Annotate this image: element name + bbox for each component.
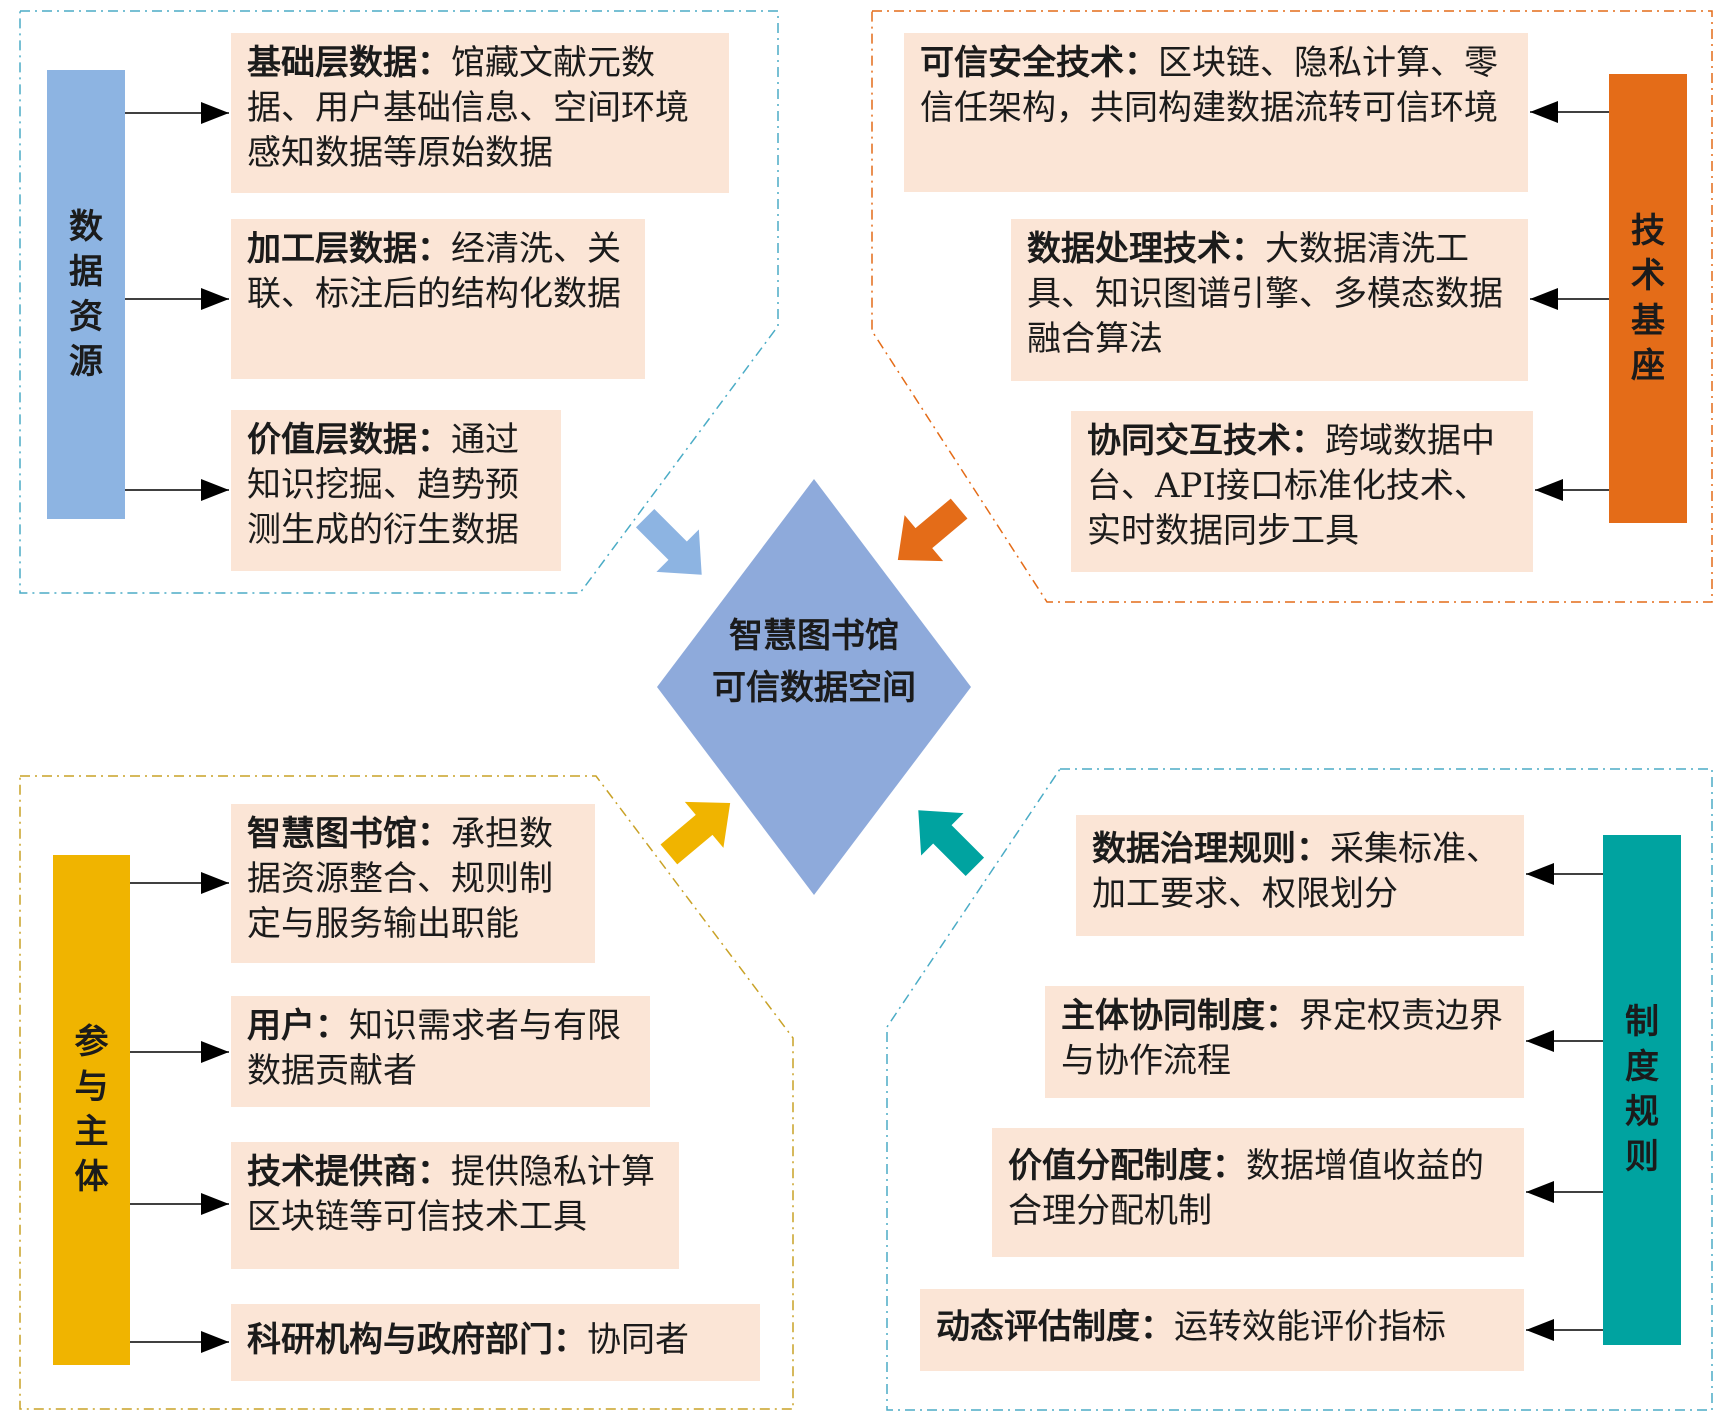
bar-char: 则 <box>1625 1137 1659 1177</box>
item-title: 基础层数据： <box>247 43 451 83</box>
bar-char: 数 <box>69 206 103 247</box>
item-title: 技术提供商： <box>247 1152 451 1192</box>
center-title-line1: 智慧图书馆 <box>729 616 899 656</box>
center-title: 智慧图书馆 可信数据空间 <box>657 610 971 714</box>
data-resources-bar: 数据资源 <box>47 70 125 519</box>
data-item-processed: 加工层数据：经清洗、关联、标注后的结构化数据 <box>231 219 645 379</box>
data-resources-region <box>19 10 779 594</box>
bar-char: 度 <box>1625 1047 1659 1087</box>
bar-char: 座 <box>1631 345 1665 386</box>
item-text: 区块链、隐私计算、零信任架构，共同构建数据流转可信环境 <box>920 43 1498 128</box>
rule-collaboration: 主体协同制度：界定权责边界与协作流程 <box>1045 986 1524 1098</box>
item-title: 价值分配制度： <box>1008 1146 1246 1186</box>
tech-item-processing: 数据处理技术：大数据清洗工具、知识图谱引擎、多模态数据融合算法 <box>1011 219 1528 381</box>
item-text: 协同者 <box>587 1320 689 1360</box>
tech-item-interaction: 协同交互技术：跨域数据中台、API接口标准化技术、实时数据同步工具 <box>1071 411 1533 572</box>
bar-char: 规 <box>1625 1092 1659 1132</box>
rule-governance: 数据治理规则：采集标准、加工要求、权限划分 <box>1076 815 1524 936</box>
item-title: 智慧图书馆： <box>247 814 451 854</box>
item-title: 可信安全技术： <box>920 43 1158 83</box>
connector-arrows <box>125 101 1609 1353</box>
yellow-block-arrow-icon <box>660 801 731 865</box>
bar-char: 资 <box>69 296 103 337</box>
bar-char: 体 <box>74 1157 109 1197</box>
item-text: 界定权责边界与协作流程 <box>1061 996 1503 1081</box>
data-item-value: 价值层数据：通过知识挖掘、趋势预测生成的衍生数据 <box>231 410 561 571</box>
item-title: 动态评估制度： <box>936 1307 1174 1347</box>
item-title: 主体协同制度： <box>1061 996 1299 1036</box>
item-text: 通过知识挖掘、趋势预测生成的衍生数据 <box>247 420 519 550</box>
item-title: 科研机构与政府部门： <box>247 1320 587 1360</box>
bar-char: 基 <box>1631 300 1665 341</box>
participant-users: 用户：知识需求者与有限数据贡献者 <box>231 996 650 1107</box>
bar-char: 源 <box>69 341 103 382</box>
bar-char: 参 <box>74 1022 109 1062</box>
item-text: 大数据清洗工具、知识图谱引擎、多模态数据融合算法 <box>1027 229 1503 359</box>
rules-bar: 制度规则 <box>1603 835 1681 1345</box>
participant-library: 智慧图书馆：承担数据资源整合、规则制定与服务输出职能 <box>231 804 595 963</box>
item-title: 加工层数据： <box>247 229 451 269</box>
rules-region <box>886 768 1713 1411</box>
item-text: 承担数据资源整合、规则制定与服务输出职能 <box>247 814 553 944</box>
tech-item-security: 可信安全技术：区块链、隐私计算、零信任架构，共同构建数据流转可信环境 <box>904 33 1528 192</box>
item-title: 数据处理技术： <box>1027 229 1265 269</box>
item-title: 用户： <box>247 1006 349 1046</box>
item-text: 知识需求者与有限数据贡献者 <box>247 1006 621 1091</box>
item-text: 采集标准、加工要求、权限划分 <box>1092 829 1500 914</box>
blue-block-arrow-icon <box>635 508 702 575</box>
item-title: 价值层数据： <box>247 420 451 460</box>
participants-bar: 参与主体 <box>53 855 130 1365</box>
item-title: 数据治理规则： <box>1092 829 1330 869</box>
rule-value-distribution: 价值分配制度：数据增值收益的合理分配机制 <box>992 1128 1524 1257</box>
tech-base-bar: 技术基座 <box>1609 74 1687 523</box>
bar-char: 术 <box>1631 255 1665 296</box>
bar-char: 技 <box>1631 210 1665 251</box>
item-text: 提供隐私计算区块链等可信技术工具 <box>247 1152 655 1237</box>
item-text: 跨域数据中台、API接口标准化技术、实时数据同步工具 <box>1087 421 1495 551</box>
participant-research-gov: 科研机构与政府部门：协同者 <box>231 1304 760 1381</box>
item-title: 协同交互技术： <box>1087 421 1325 461</box>
bar-char: 据 <box>69 251 103 292</box>
tech-base-region <box>871 10 1713 603</box>
orange-block-arrow-icon <box>897 498 968 562</box>
participant-tech-providers: 技术提供商：提供隐私计算区块链等可信技术工具 <box>231 1142 679 1269</box>
rule-dynamic-evaluation: 动态评估制度：运转效能评价指标 <box>920 1289 1524 1371</box>
bar-char: 与 <box>74 1067 109 1107</box>
center-title-line2: 可信数据空间 <box>712 668 916 708</box>
data-item-basic: 基础层数据：馆藏文献元数据、用户基础信息、空间环境感知数据等原始数据 <box>231 33 729 193</box>
item-text: 经清洗、关联、标注后的结构化数据 <box>247 229 621 314</box>
item-text: 数据增值收益的合理分配机制 <box>1008 1146 1484 1231</box>
bar-char: 制 <box>1625 1002 1659 1042</box>
item-text: 馆藏文献元数据、用户基础信息、空间环境感知数据等原始数据 <box>247 43 689 173</box>
teal-block-arrow-icon <box>918 810 985 877</box>
item-text: 运转效能评价指标 <box>1174 1307 1446 1347</box>
center-diamond <box>657 479 971 895</box>
bar-char: 主 <box>74 1112 109 1152</box>
